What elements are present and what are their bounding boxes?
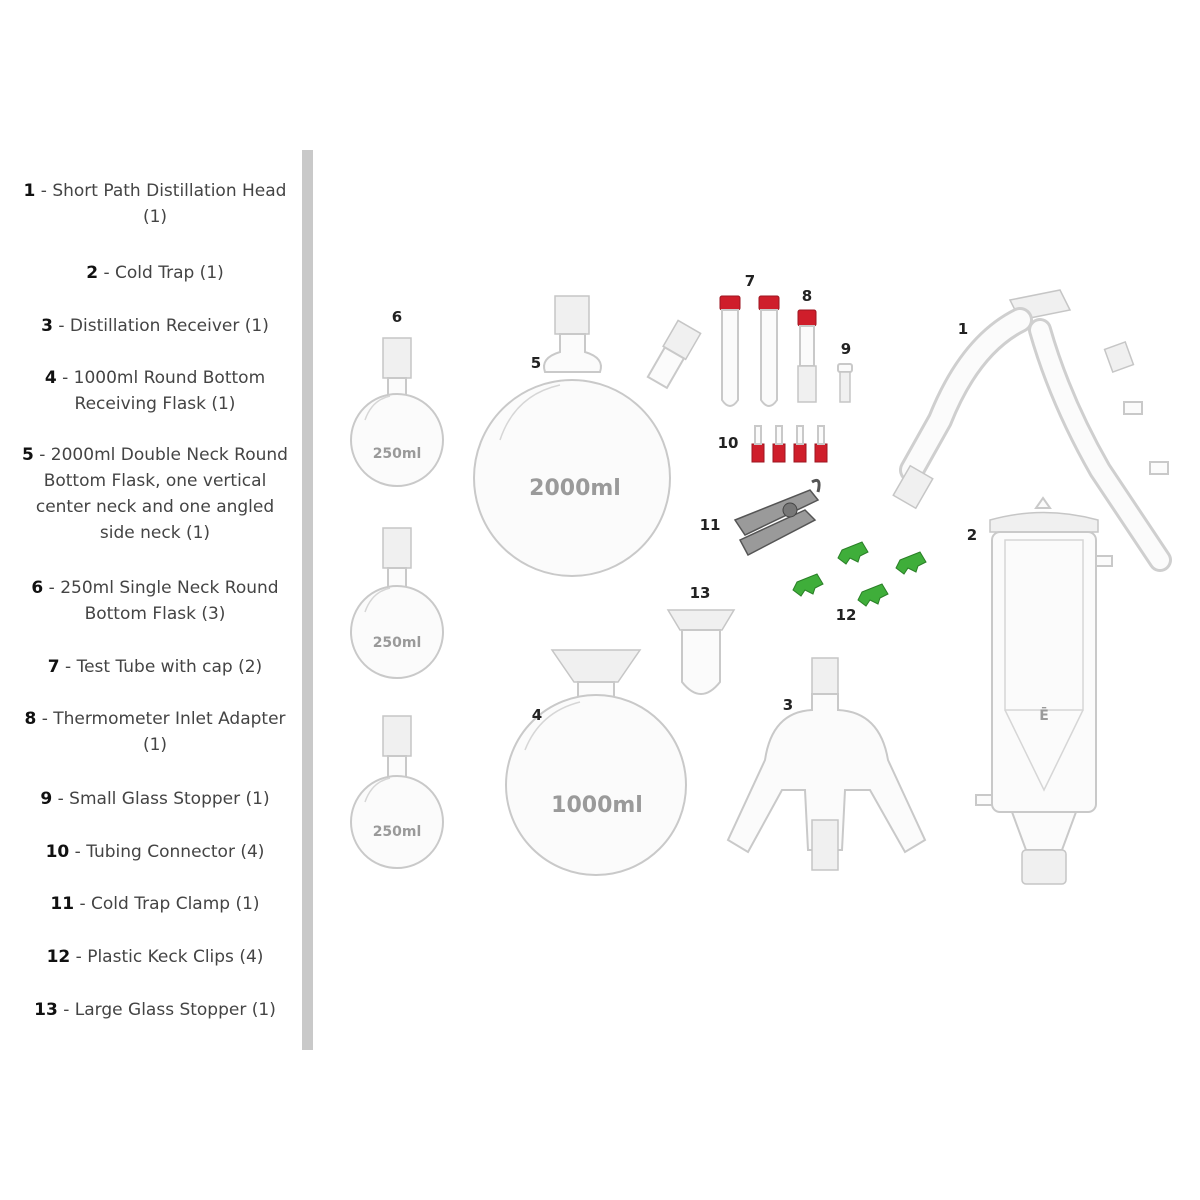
legend-text: - Large Glass Stopper (1) [57,1000,276,1020]
legend-number: 11 [50,894,75,914]
label-4: 4 [532,706,542,724]
legend-text: - Small Glass Stopper (1) [52,789,270,809]
small-glass-stopper [837,363,853,403]
flask-2000ml-double-neck: 2000ml [473,295,702,577]
legend-text: - 250ml Single Neck Round Bottom Flask (… [43,578,279,624]
legend-text: - 1000ml Round Bottom Receiving Flask (1… [56,368,266,414]
flask-250ml-top: 250ml [350,337,444,487]
legend-text: - Plastic Keck Clips (4) [70,947,264,967]
legend-text: - Thermometer Inlet Adapter (1) [36,709,286,755]
flask-volume-label: 1000ml [551,793,643,818]
legend-text: - Cold Trap (1) [98,263,224,283]
legend-text: - Short Path Distillation Head (1) [35,181,287,227]
label-3: 3 [783,696,793,714]
flask-volume-label: 250ml [373,824,422,840]
label-11: 11 [700,516,721,534]
legend-item-13: 13 - Large Glass Stopper (1) [20,997,290,1023]
legend-item-8: 8 - Thermometer Inlet Adapter (1) [20,706,290,758]
tubing-connectors [751,425,828,463]
cold-trap-clamp [733,478,821,557]
legend-text: - Tubing Connector (4) [69,842,265,862]
legend-text: - Test Tube with cap (2) [59,657,263,677]
plastic-keck-clips [792,541,927,607]
svg-text:Ē: Ē [1039,706,1049,724]
label-13: 13 [690,584,711,602]
label-8: 8 [802,287,812,305]
legend-item-7: 7 - Test Tube with cap (2) [20,654,290,680]
legend-text: - Distillation Receiver (1) [52,316,269,336]
legend-item-4: 4 - 1000ml Round Bottom Receiving Flask … [20,365,290,417]
flask-1000ml-receiving: 1000ml [505,649,687,876]
legend-number: 4 [44,368,57,388]
legend-item-12: 12 - Plastic Keck Clips (4) [20,944,290,970]
label-9: 9 [841,340,851,358]
flask-volume-label: 2000ml [529,476,621,501]
distillation-receiver [726,657,927,871]
label-1: 1 [958,320,968,338]
legend-number: 12 [46,947,71,967]
label-6: 6 [392,308,402,326]
legend-text: - Cold Trap Clamp (1) [74,894,260,914]
legend-number: 13 [34,1000,58,1020]
legend-number: 6 [31,578,44,598]
legend-item-5: 5 - 2000ml Double Neck Round Bottom Flas… [20,442,290,546]
flask-250ml-middle: 250ml [350,527,444,679]
legend-item-9: 9 - Small Glass Stopper (1) [20,786,290,812]
legend-item-3: 3 - Distillation Receiver (1) [20,313,290,339]
flask-volume-label: 250ml [373,446,422,462]
legend-item-11: 11 - Cold Trap Clamp (1) [20,891,290,917]
label-10: 10 [718,434,739,452]
legend-number: 10 [45,842,70,862]
legend-item-1: 1 - Short Path Distillation Head (1) [20,178,290,230]
legend-item-10: 10 - Tubing Connector (4) [20,839,290,865]
short-path-distillation-head [892,289,1172,572]
large-glass-stopper [666,609,736,695]
thermometer-inlet-adapter [797,309,817,403]
test-tubes-with-cap [719,295,780,407]
legend-number: 2 [86,263,99,283]
legend-number: 3 [41,316,53,336]
cold-trap: Ē [975,496,1113,885]
label-7: 7 [745,272,755,290]
legend-item-6: 6 - 250ml Single Neck Round Bottom Flask… [20,575,290,627]
legend-item-2: 2 - Cold Trap (1) [20,260,290,286]
flask-250ml-bottom: 250ml [350,715,444,869]
legend-number: 7 [47,657,60,677]
flask-volume-label: 250ml [373,635,422,651]
legend-number: 1 [23,181,36,201]
legend-number: 5 [22,445,34,465]
legend-text: - 2000ml Double Neck Round Bottom Flask,… [33,445,288,543]
vertical-divider [302,150,313,1050]
legend-number: 8 [24,709,37,729]
label-12: 12 [836,606,857,624]
label-2: 2 [967,526,977,544]
legend-number: 9 [40,789,53,809]
label-5: 5 [531,354,541,372]
